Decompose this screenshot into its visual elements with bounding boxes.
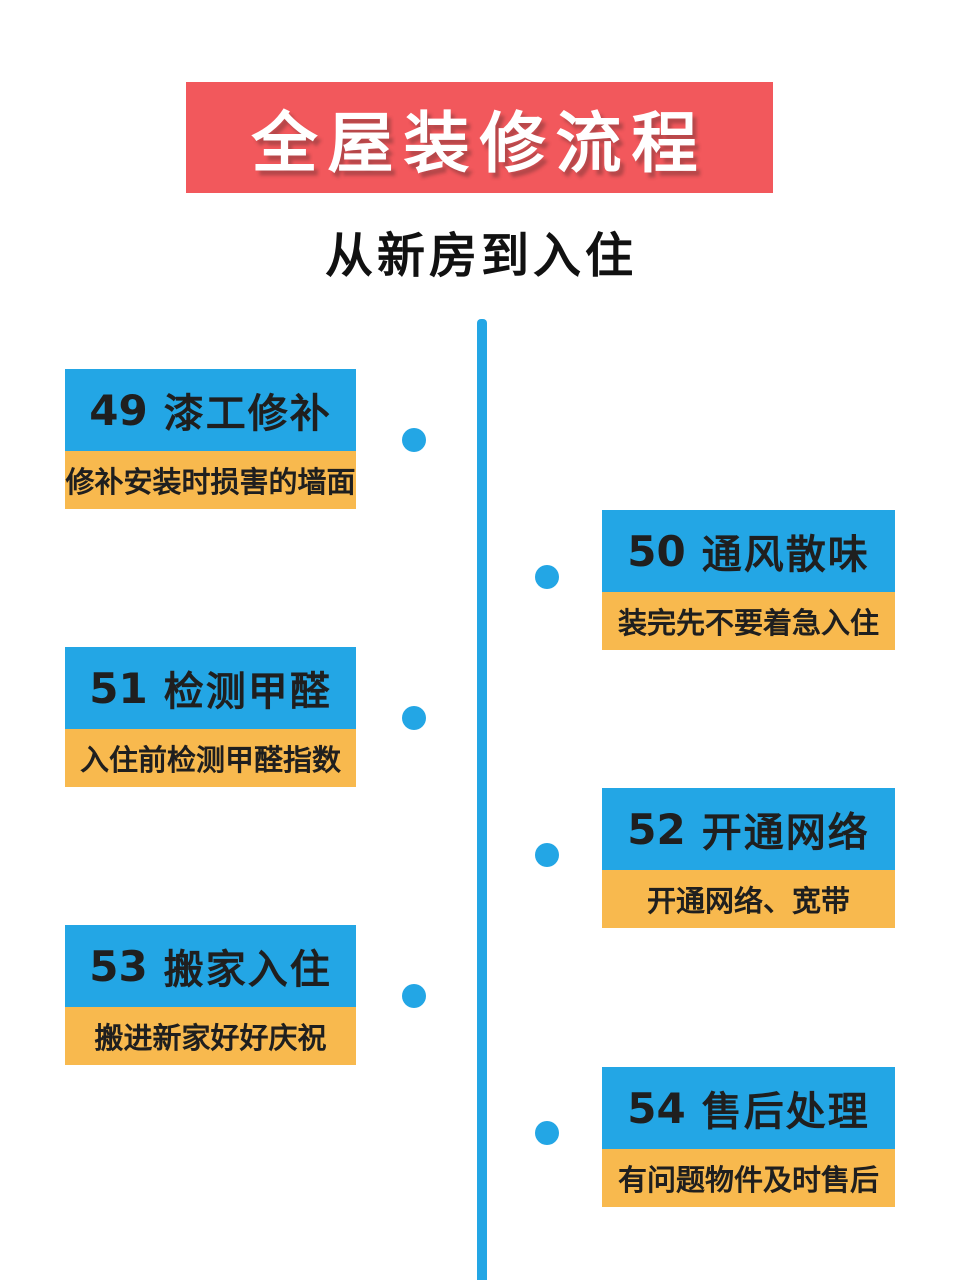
step-number: 52 (627, 804, 686, 854)
page-title: 全屋装修流程 (251, 104, 708, 182)
step-description: 开通网络、宽带 (602, 870, 895, 928)
step-number: 50 (627, 526, 686, 576)
step-card-53-header: 53 搬家入住 (65, 925, 356, 1007)
step-description: 装完先不要着急入住 (602, 592, 895, 650)
step-title: 开通网络 (701, 810, 870, 856)
step-card-52-header: 52 开通网络 (602, 788, 895, 870)
step-title: 售后处理 (701, 1089, 870, 1135)
step-card-53: 53 搬家入住 搬进新家好好庆祝 (65, 925, 356, 1065)
step-description: 有问题物件及时售后 (602, 1149, 895, 1207)
timeline-dot-49 (402, 428, 426, 452)
step-description: 修补安装时损害的墙面 (65, 451, 356, 509)
step-card-54-header: 54 售后处理 (602, 1067, 895, 1149)
step-card-50: 50 通风散味 装完先不要着急入住 (602, 510, 895, 650)
step-number: 51 (89, 663, 148, 713)
step-card-49-header: 49 漆工修补 (65, 369, 356, 451)
step-card-52: 52 开通网络 开通网络、宽带 (602, 788, 895, 928)
timeline-line (477, 319, 487, 1280)
header-banner: 全屋装修流程 (186, 82, 773, 193)
step-number: 49 (89, 385, 148, 435)
page-subtitle: 从新房到入住 (324, 228, 637, 284)
step-title: 漆工修补 (163, 391, 332, 437)
step-number: 54 (627, 1083, 686, 1133)
timeline-dot-52 (535, 843, 559, 867)
timeline-dot-54 (535, 1121, 559, 1145)
step-card-49: 49 漆工修补 修补安装时损害的墙面 (65, 369, 356, 509)
timeline-dot-51 (402, 706, 426, 730)
timeline-dot-50 (535, 565, 559, 589)
step-number: 53 (89, 941, 148, 991)
step-card-51: 51 检测甲醛 入住前检测甲醛指数 (65, 647, 356, 787)
step-title: 通风散味 (701, 532, 870, 578)
step-title: 检测甲醛 (163, 669, 332, 715)
timeline-dot-53 (402, 984, 426, 1008)
step-card-50-header: 50 通风散味 (602, 510, 895, 592)
step-description: 入住前检测甲醛指数 (65, 729, 356, 787)
step-card-51-header: 51 检测甲醛 (65, 647, 356, 729)
step-card-54: 54 售后处理 有问题物件及时售后 (602, 1067, 895, 1207)
step-description: 搬进新家好好庆祝 (65, 1007, 356, 1065)
step-title: 搬家入住 (163, 947, 332, 993)
